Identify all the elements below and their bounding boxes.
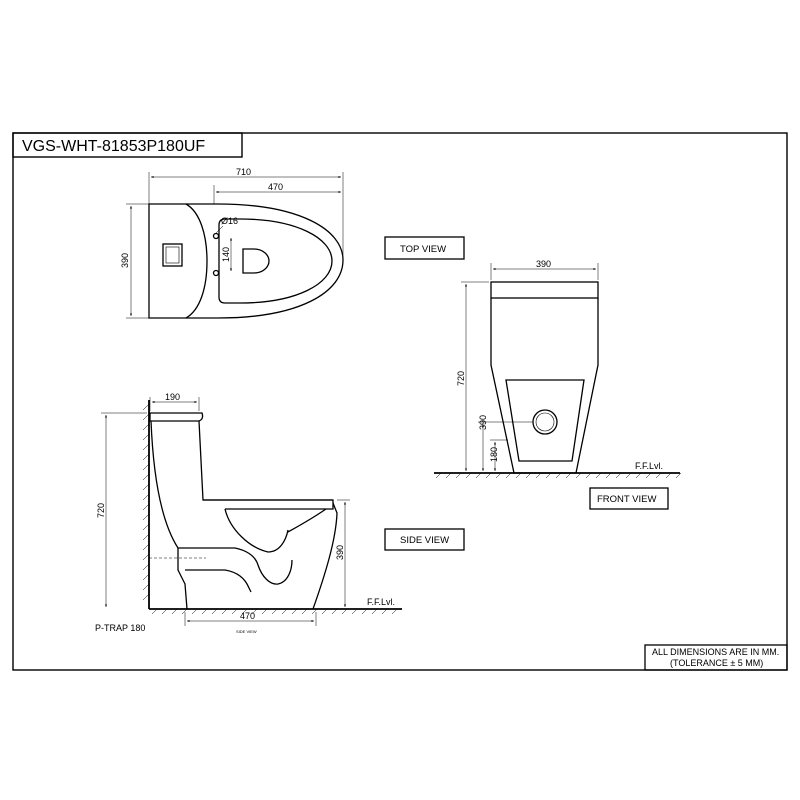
dim-top-390: 390 (120, 253, 130, 268)
floor-level-front: F.F.Lvl. (635, 461, 663, 471)
dim-top-140: 140 (221, 247, 231, 262)
front-view: F.F.Lvl. 390 720 390 180 (434, 259, 682, 479)
side-view: 190 720 390 470 F.F.Lvl. P-TRAP 180 SIDE… (95, 392, 402, 634)
dim-side-720: 720 (96, 503, 106, 518)
sheet-frame (12, 132, 788, 671)
dim-front-390-w: 390 (536, 259, 551, 269)
svg-text:SIDE VIEW: SIDE VIEW (400, 535, 449, 546)
note-line-1: ALL DIMENSIONS ARE IN MM. (652, 647, 779, 657)
dim-side-390: 390 (335, 545, 345, 560)
svg-text:FRONT VIEW: FRONT VIEW (597, 494, 656, 505)
dim-top-hole: Ø16 (221, 216, 238, 226)
top-view: 710 470 390 Ø16 140 (120, 167, 344, 319)
floor-level-side: F.F.Lvl. (367, 597, 395, 607)
dim-side-470: 470 (240, 611, 255, 621)
dim-side-190: 190 (165, 392, 180, 402)
dim-front-720: 720 (456, 371, 466, 386)
title-block: VGS-WHT-81853P180UF (12, 132, 243, 158)
side-view-caption: SIDE VIEW (236, 629, 257, 634)
model-number: VGS-WHT-81853P180UF (22, 138, 205, 155)
dimension-notes: ALL DIMENSIONS ARE IN MM. (TOLERANCE ± 5… (644, 644, 788, 671)
dim-front-180: 180 (489, 447, 499, 462)
note-line-2: (TOLERANCE ± 5 MM) (670, 658, 763, 668)
dim-top-470: 470 (268, 182, 283, 192)
p-trap-label: P-TRAP 180 (95, 623, 145, 633)
dim-front-390-h: 390 (478, 415, 488, 430)
dim-top-710: 710 (236, 167, 251, 177)
front-view-label: FRONT VIEW (589, 487, 669, 510)
svg-text:TOP VIEW: TOP VIEW (400, 244, 446, 255)
side-view-label: SIDE VIEW (384, 528, 465, 551)
top-view-label: TOP VIEW (384, 236, 465, 260)
